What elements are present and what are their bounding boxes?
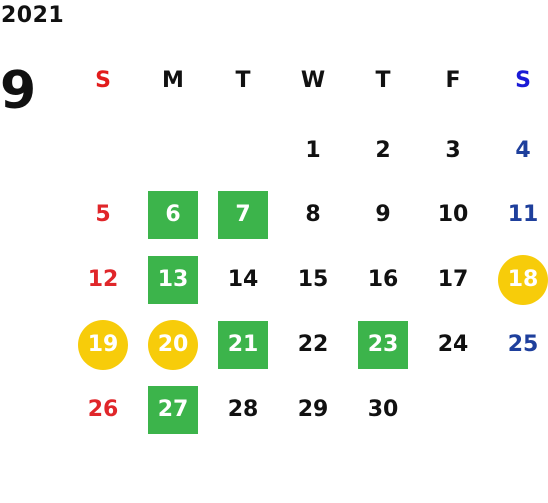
weekday-header: W xyxy=(300,68,326,93)
weekday-header: T xyxy=(375,68,391,93)
day-cell[interactable]: 25 xyxy=(507,332,539,357)
day-cell[interactable]: 22 xyxy=(297,332,329,357)
day-cell-highlighted[interactable]: 23 xyxy=(358,321,408,369)
day-cell[interactable]: 16 xyxy=(367,267,399,292)
weekday-header: S xyxy=(95,68,111,93)
day-cell-holiday[interactable]: 18 xyxy=(498,255,548,305)
weekday-header: S xyxy=(515,68,531,93)
day-cell[interactable]: 2 xyxy=(375,138,391,163)
day-cell[interactable]: 9 xyxy=(375,202,391,227)
year-label: 2021 xyxy=(1,3,65,28)
day-cell[interactable]: 3 xyxy=(445,138,461,163)
day-cell-highlighted[interactable]: 7 xyxy=(218,191,268,239)
day-cell[interactable]: 14 xyxy=(227,267,259,292)
day-cell[interactable]: 10 xyxy=(437,202,469,227)
day-cell[interactable]: 15 xyxy=(297,267,329,292)
day-cell[interactable]: 5 xyxy=(95,202,111,227)
day-cell[interactable]: 11 xyxy=(507,202,539,227)
day-cell-highlighted[interactable]: 21 xyxy=(218,321,268,369)
day-cell-holiday[interactable]: 19 xyxy=(78,320,128,370)
day-cell[interactable]: 1 xyxy=(305,138,321,163)
day-cell[interactable]: 29 xyxy=(297,397,329,422)
day-cell-holiday[interactable]: 20 xyxy=(148,320,198,370)
month-number: 9 xyxy=(0,61,37,121)
weekday-header: F xyxy=(445,68,461,93)
day-cell-highlighted[interactable]: 27 xyxy=(148,386,198,434)
day-cell[interactable]: 4 xyxy=(515,138,531,163)
day-cell[interactable]: 24 xyxy=(437,332,469,357)
day-cell[interactable]: 17 xyxy=(437,267,469,292)
day-cell[interactable]: 30 xyxy=(367,397,399,422)
day-cell[interactable]: 28 xyxy=(227,397,259,422)
day-cell[interactable]: 26 xyxy=(87,397,119,422)
day-cell-highlighted[interactable]: 6 xyxy=(148,191,198,239)
day-cell-highlighted[interactable]: 13 xyxy=(148,256,198,304)
weekday-header: M xyxy=(162,68,184,93)
weekday-header: T xyxy=(235,68,251,93)
day-cell[interactable]: 8 xyxy=(305,202,321,227)
day-cell[interactable]: 12 xyxy=(87,267,119,292)
